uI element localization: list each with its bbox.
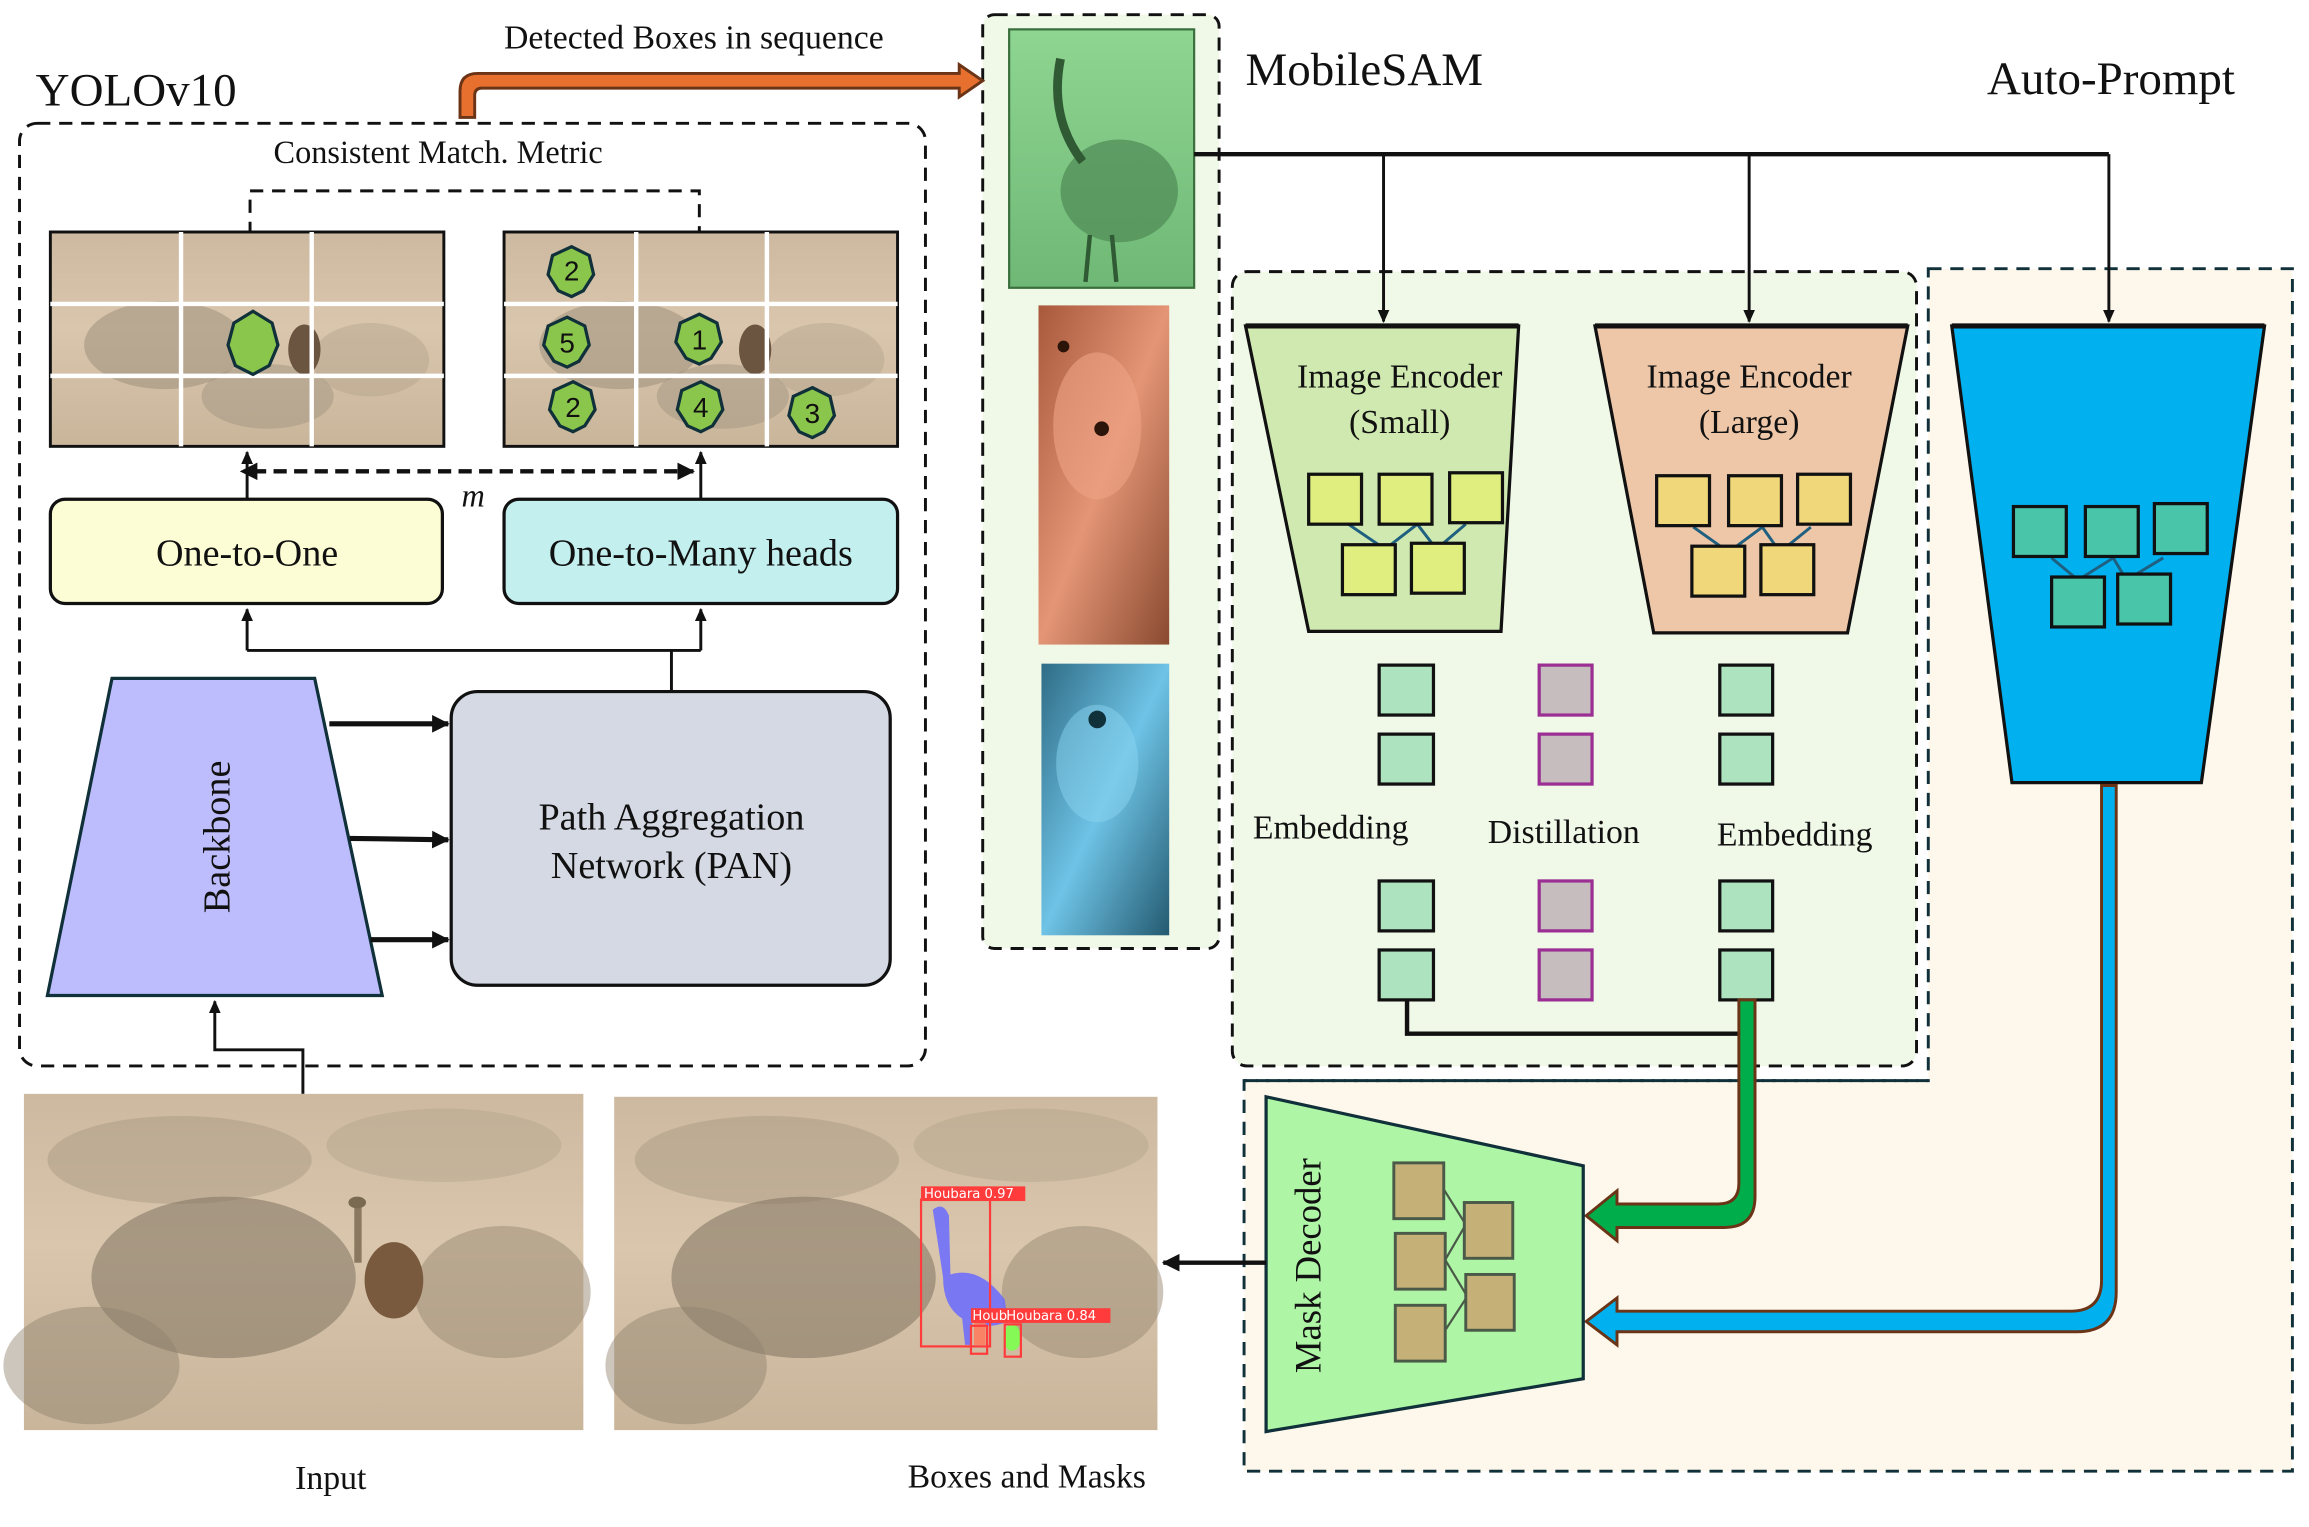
anchor-rank: 1 [692, 324, 708, 355]
embedding-join-line [1404, 999, 1741, 1036]
encoder-large-layers [1655, 472, 1853, 598]
mask-decoder-layers [1392, 1161, 1516, 1363]
autoprompt-title: Auto-Prompt [1987, 53, 2235, 105]
anchor-icon: 2 [547, 379, 597, 434]
backbone-feature-arrow-2 [349, 830, 450, 849]
bird-patch-green [1008, 28, 1196, 289]
detection-label: Houbara 0.84 [1006, 1309, 1096, 1324]
segmentation-mask-chick-1 [973, 1321, 986, 1345]
segmentation-mask-chick-2 [1003, 1324, 1021, 1351]
backbone-block [45, 676, 385, 998]
input-image [3, 1093, 591, 1431]
pan-label-line1: Path Aggregation [538, 797, 804, 839]
one-to-one-head [48, 497, 445, 606]
one-to-one-grid-image [48, 230, 446, 448]
anchor-rank: 3 [805, 398, 821, 429]
input-caption: Input [295, 1460, 367, 1497]
output-caption: Boxes and Masks [908, 1458, 1146, 1495]
anchor-rank: 5 [559, 327, 575, 358]
embedding-right-label: Embedding [1717, 817, 1873, 854]
distillation-label: Distillation [1488, 814, 1640, 851]
feature-map-blue [1041, 663, 1170, 936]
anchor-rank: 4 [693, 392, 709, 423]
encoder-large-label-line2: (Large) [1699, 404, 1800, 441]
autoprompt-encoder-layers [2011, 502, 2209, 629]
distillation-stack [1537, 663, 1594, 1002]
one-to-one-label: One-to-One [156, 532, 338, 574]
m-label: m [461, 478, 484, 514]
mask-decoder-label: Mask Decoder [1287, 1158, 1328, 1373]
encoder-small-layers [1307, 471, 1505, 597]
detection-box [969, 1324, 989, 1355]
encoder-small-label-line2: (Small) [1349, 404, 1450, 441]
anchor-icon: 5 [541, 315, 591, 369]
feature-map-orange [1038, 305, 1170, 645]
pan-to-heads-connector [247, 648, 701, 691]
anchor-rank: 2 [564, 255, 580, 286]
input-to-backbone-arrow [208, 999, 305, 1094]
autoprompt-to-decoder-arrow [1583, 784, 2118, 1348]
detected-boxes-label: Detected Boxes in sequence [504, 19, 884, 56]
detected-boxes-arrow [458, 61, 986, 119]
consistent-metric-label: Consistent Match. Metric [274, 134, 603, 170]
anchor-icon: 1 [674, 312, 724, 366]
anchor-rank: 2 [565, 392, 581, 423]
candidate-anchors: 2 5 1 2 4 3 [541, 244, 837, 440]
backbone-label: Backbone [196, 761, 238, 914]
output-image: Houbara 0.97 Houb Houbara 0.84 [605, 1096, 1164, 1431]
one-to-many-label: One-to-Many heads [549, 532, 853, 574]
anchor-icon: 3 [787, 385, 837, 440]
detection-box [1003, 1323, 1022, 1358]
anchor-icon: 4 [675, 379, 725, 434]
mobilesam-title: MobileSAM [1246, 44, 1483, 96]
small-embedding-stack [1377, 663, 1436, 1002]
detection-label: Houbara 0.97 [924, 1187, 1014, 1202]
encoder-small-label-line1: Image Encoder [1297, 359, 1502, 396]
pan-block [449, 689, 892, 987]
encoder-large-label-line1: Image Encoder [1646, 359, 1851, 396]
one-to-many-head [502, 497, 900, 606]
embedding-to-decoder-arrow [1583, 998, 1757, 1244]
pan-label-line2: Network (PAN) [551, 845, 792, 887]
embedding-left-label: Embedding [1253, 809, 1409, 846]
selected-anchor-icon [226, 309, 280, 377]
yolo-title: YOLOv10 [36, 65, 237, 117]
detection-label: Houb [972, 1309, 1007, 1324]
anchor-icon: 2 [546, 244, 596, 299]
